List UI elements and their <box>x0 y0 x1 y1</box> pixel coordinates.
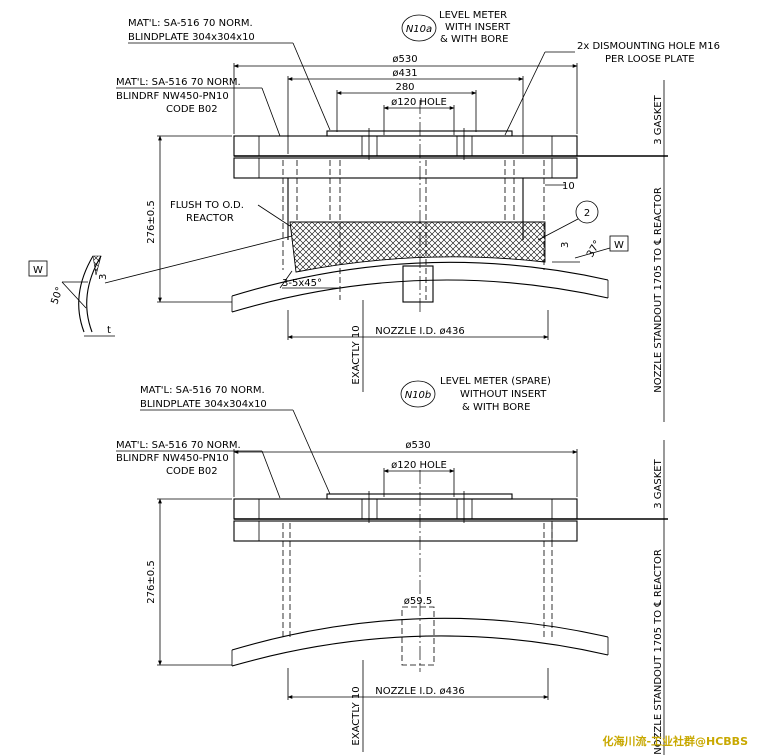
height-bottom: 276±0.5 <box>146 560 157 603</box>
dim-10: 10 <box>562 181 575 192</box>
b-dim-530: ø530 <box>405 440 430 451</box>
bottom-title-1: LEVEL METER (SPARE) <box>440 376 551 387</box>
flush-1: FLUSH TO O.D. <box>170 200 244 211</box>
nozzle-id-bottom: NOZZLE I.D. ø436 <box>375 686 465 697</box>
title-line-3: & WITH BORE <box>440 34 508 45</box>
watermark: 化海川流-工业社群@HCBBS <box>602 734 748 748</box>
balloon-2 <box>575 200 599 224</box>
chamfer: 3-5x45° <box>282 278 322 289</box>
dim-120: ø120 HOLE <box>391 97 447 108</box>
bottom-title-3: & WITH BORE <box>462 402 530 413</box>
detail-t: t <box>107 325 111 336</box>
dim-3-top: 3 <box>560 242 571 248</box>
dim-431: ø431 <box>392 68 417 79</box>
detail-w: W <box>33 265 43 276</box>
mat-flange-2: BLINDRF NW450-PN10 <box>116 91 229 102</box>
b-mat-flange-1: MAT'L: SA-516 70 NORM. <box>116 440 241 451</box>
tag-n10b: N10b <box>405 390 432 401</box>
height-top: 276±0.5 <box>146 200 157 243</box>
title-line-2: WITH INSERT <box>445 22 511 33</box>
detail-angle: 50° <box>49 286 65 306</box>
flush-2: REACTOR <box>186 213 234 224</box>
mat-flange-3: CODE B02 <box>166 104 218 115</box>
weld-detail: W 50° 3 t <box>28 255 115 337</box>
b-dim-120: ø120 HOLE <box>391 460 447 471</box>
b-mat-plate-2: BLINDPLATE 304x304x10 <box>140 399 267 410</box>
dismount-2: PER LOOSE PLATE <box>605 54 695 65</box>
mat-plate-1: MAT'L: SA-516 70 NORM. <box>128 18 253 29</box>
gasket-top: 3 GASKET <box>653 94 664 144</box>
bottom-title-2: WITHOUT INSERT <box>460 389 547 400</box>
standout-bottom: NOZZLE STANDOUT 1705 TO ℄ REACTOR <box>653 549 664 755</box>
tag-n10a-circle <box>401 14 437 42</box>
tag-n10b-circle <box>400 380 436 408</box>
tag-n10a: N10a <box>406 24 432 35</box>
detail-3: 3 <box>98 274 109 280</box>
dim-37: 37° <box>585 239 603 260</box>
weld-w-top: W <box>614 240 624 251</box>
b-mat-plate-1: MAT'L: SA-516 70 NORM. <box>140 385 265 396</box>
mat-flange-1: MAT'L: SA-516 70 NORM. <box>116 77 241 88</box>
gasket-bottom: 3 GASKET <box>653 458 664 508</box>
balloon-2-label: 2 <box>584 208 590 219</box>
b-mat-flange-2: BLINDRF NW450-PN10 <box>116 453 229 464</box>
top-view: N10a LEVEL METER WITH INSERT & WITH BORE… <box>104 10 720 422</box>
exactly-top: EXACTLY 10 <box>351 325 362 384</box>
insert-hatch <box>289 221 546 273</box>
dismount-1: 2x DISMOUNTING HOLE M16 <box>577 41 720 52</box>
standout-top: NOZZLE STANDOUT 1705 TO ℄ REACTOR <box>653 187 664 393</box>
dim-280: 280 <box>395 82 414 93</box>
mat-plate-2: BLINDPLATE 304x304x10 <box>128 32 255 43</box>
nozzle-id-top: NOZZLE I.D. ø436 <box>375 326 465 337</box>
bottom-view: N10b LEVEL METER (SPARE) WITHOUT INSERT … <box>116 376 668 755</box>
b-mat-flange-3: CODE B02 <box>166 466 218 477</box>
title-line-1: LEVEL METER <box>439 10 507 21</box>
exactly-bottom: EXACTLY 10 <box>351 686 362 745</box>
dim-530: ø530 <box>392 54 417 65</box>
b-dim-595: ø59.5 <box>404 596 432 607</box>
